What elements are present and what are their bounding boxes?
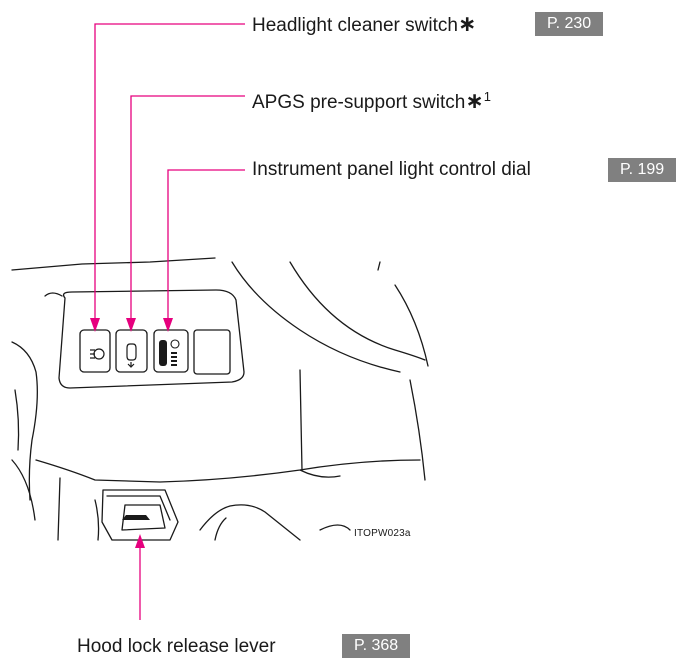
leader-instrument-dial	[167, 169, 245, 325]
arrow-head-hood	[135, 534, 145, 548]
headlight-cleaner-label: Headlight cleaner switch∗	[252, 11, 477, 37]
arrow-head-apgs	[126, 318, 136, 332]
panel-seam	[299, 369, 303, 471]
instrument-dial-page-ref[interactable]: P. 199	[608, 158, 677, 182]
arrow-head-dial	[163, 318, 173, 332]
apgs-label: APGS pre-support switch∗1	[252, 88, 491, 113]
instrument-dial-wheel	[159, 340, 167, 366]
footnote-number: 1	[483, 89, 491, 104]
asterisk-mark: ∗	[457, 11, 477, 36]
hood-lock-page-ref[interactable]: P. 368	[342, 634, 411, 658]
figure-code: ITOPW023a	[354, 528, 411, 539]
dash-top-right	[377, 261, 381, 271]
leader-apgs	[130, 95, 245, 325]
arrow-head-headlight	[90, 318, 100, 332]
dash-lower-edge	[35, 459, 421, 483]
switch-panel-bezel	[58, 289, 245, 389]
instrument-dial-label: Instrument panel light control dial	[252, 159, 531, 180]
leader-headlight-cleaner	[94, 23, 245, 325]
asterisk-mark: ∗	[465, 88, 484, 113]
dash-curve	[231, 261, 401, 373]
hood-lever-handle	[121, 504, 166, 531]
headlight-cleaner-page-ref[interactable]: P. 230	[535, 12, 604, 36]
left-trim	[11, 341, 38, 501]
dash-top-edge	[11, 257, 216, 271]
hood-lock-label: Hood lock release lever	[77, 636, 276, 657]
hood-lever-housing	[101, 489, 179, 541]
blank-switch-outline	[193, 329, 231, 375]
dash-curve-inner	[289, 261, 426, 361]
footwell-curve	[199, 504, 301, 541]
instrument-dial-outline	[153, 329, 189, 373]
